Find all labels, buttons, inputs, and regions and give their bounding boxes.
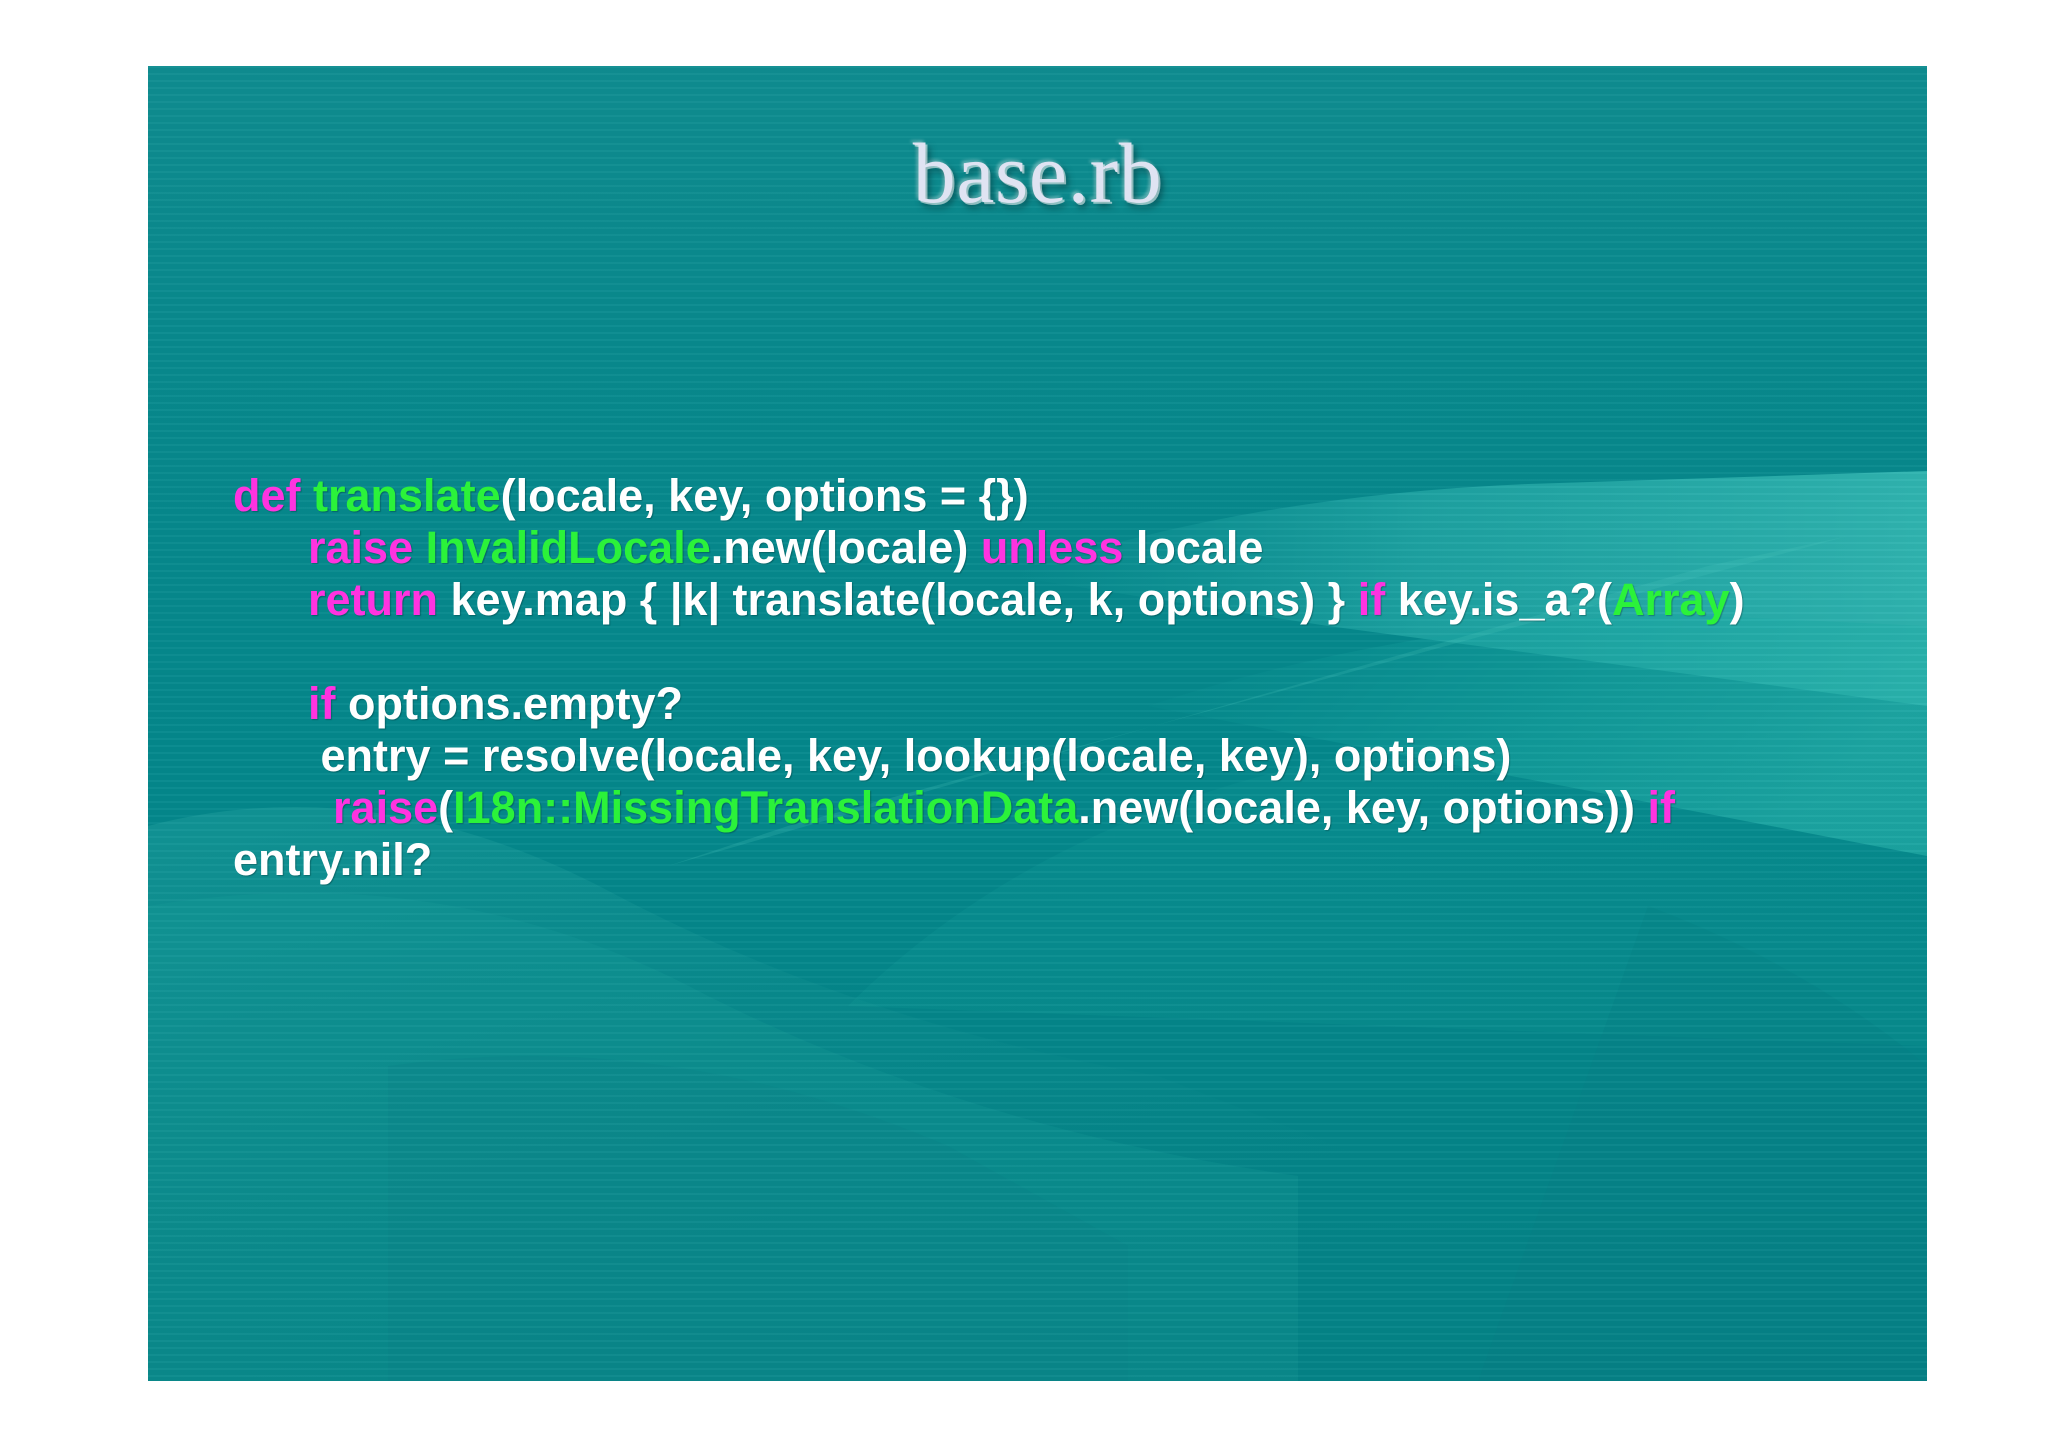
code-token-pl: options.empty? <box>335 678 684 729</box>
code-token-kw: def <box>233 470 314 521</box>
code-token-pl <box>233 678 308 729</box>
code-token-kw: raise <box>308 522 426 573</box>
code-token-pl: .new(locale) <box>710 522 981 573</box>
slide-title-area: base.rb <box>148 130 1927 216</box>
code-token-cls: Array <box>1612 574 1730 625</box>
code-token-kw: if <box>1647 782 1676 833</box>
code-token-pl: key.is_a?( <box>1385 574 1612 625</box>
code-token-pl: entry.nil? <box>233 782 1688 885</box>
code-line: raise(I18n::MissingTranslationData.new(l… <box>233 782 1873 885</box>
code-token-pl: entry = resolve(locale, key, lookup(loca… <box>233 730 1512 781</box>
presentation-slide: base.rb def translate(locale, key, optio… <box>148 66 1927 1381</box>
code-token-kw: if <box>308 678 336 729</box>
swoosh-lower-right <box>1478 906 1927 1381</box>
code-token-kw: unless <box>980 522 1124 573</box>
code-token-pl <box>233 782 333 833</box>
code-token-pl: key.map { |k| translate(locale, k, optio… <box>438 574 1358 625</box>
code-token-cls: I18n::MissingTranslationData <box>453 782 1079 833</box>
swoosh-lower-left <box>148 807 1388 1381</box>
code-token-pl: (locale, key, options = {}) <box>500 470 1029 521</box>
code-token-kw: return <box>308 574 439 625</box>
code-token-cls: InvalidLocale <box>425 522 711 573</box>
code-line: entry = resolve(locale, key, lookup(loca… <box>233 730 1873 782</box>
code-token-pl: .new(locale, key, options)) <box>1078 782 1648 833</box>
code-token-pl <box>233 574 308 625</box>
code-line: def translate(locale, key, options = {}) <box>233 470 1873 522</box>
code-line: return key.map { |k| translate(locale, k… <box>233 574 1873 626</box>
code-token-pl: ( <box>438 782 454 833</box>
swoosh-lower-left-3 <box>388 1056 1128 1381</box>
code-block: def translate(locale, key, options = {})… <box>233 470 1873 885</box>
code-token-pl: ) <box>1729 574 1745 625</box>
code-line: if options.empty? <box>233 678 1873 730</box>
slide-title: base.rb <box>912 125 1163 221</box>
code-token-pl: locale <box>1123 522 1264 573</box>
code-token-cls: translate <box>313 470 501 521</box>
code-blank-line <box>233 626 1873 678</box>
code-token-kw: raise <box>333 782 439 833</box>
swoosh-lower-left-2 <box>148 892 1298 1381</box>
code-line: raise InvalidLocale.new(locale) unless l… <box>233 522 1873 574</box>
code-token-pl <box>233 522 308 573</box>
code-token-kw: if <box>1357 574 1386 625</box>
